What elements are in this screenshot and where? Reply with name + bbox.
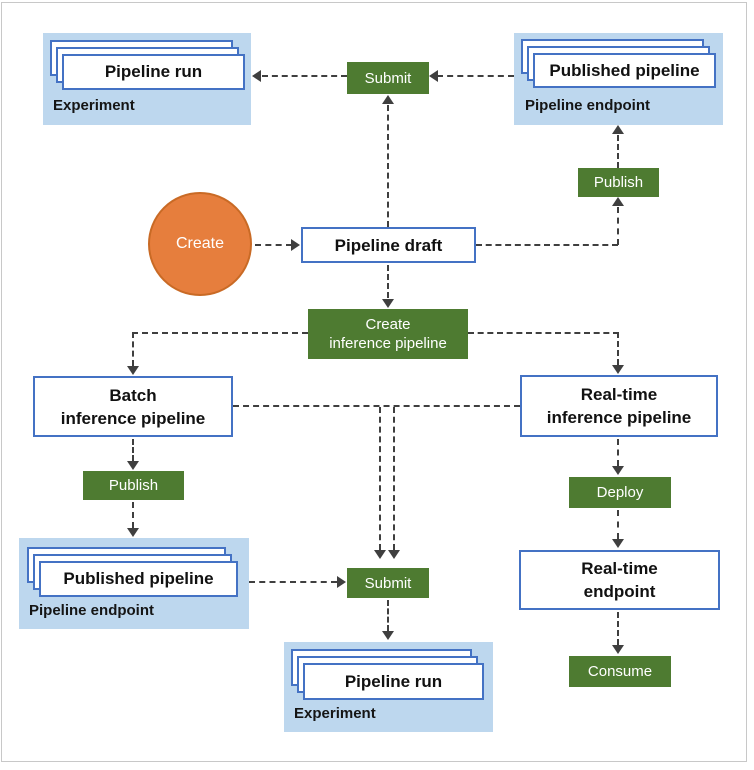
connector-draft-to-publish-h — [476, 244, 618, 246]
publish-node-left: Publish — [83, 471, 184, 500]
pipeline-endpoint-container-top: Published pipeline Pipeline endpoint — [514, 33, 723, 125]
connector-publish-to-endpoint-top — [617, 135, 619, 168]
submit-node-bottom: Submit — [347, 568, 429, 598]
connector-draft-to-inference — [387, 265, 389, 298]
pipeline-endpoint-container-bottom: Published pipeline Pipeline endpoint — [19, 538, 249, 629]
submit-node-top: Submit — [347, 62, 429, 94]
arrowhead-into-realtime — [612, 365, 624, 374]
experiment-container-bottom: Pipeline run Experiment — [284, 642, 493, 732]
connector-batch-realtime-h — [233, 405, 520, 407]
pipeline-endpoint-label-bottom: Pipeline endpoint — [29, 602, 155, 619]
publish-node-top: Publish — [578, 168, 659, 197]
connector-draft-to-publish-v — [617, 207, 619, 245]
pipeline-run-card: Pipeline run — [303, 663, 484, 700]
arrowhead-up-into-endpoint-top — [612, 125, 624, 134]
connector-inference-right-h — [468, 332, 619, 334]
connector-create-to-draft — [255, 244, 292, 246]
connector-published-to-submit-bottom — [249, 581, 337, 583]
published-pipeline-card: Published pipeline — [39, 561, 238, 597]
page-border — [1, 2, 747, 762]
connector-publish-to-endpoint-bottom — [132, 502, 134, 528]
arrowhead-into-batch — [127, 366, 139, 375]
arrowhead-into-draft — [291, 239, 300, 251]
connector-inference-left-h — [132, 332, 308, 334]
arrowhead-into-consume — [612, 645, 624, 654]
arrowhead-into-create-inference — [382, 299, 394, 308]
connector-realtime-to-submit-drop — [393, 407, 395, 550]
arrowhead-into-submit-bottom-left — [374, 550, 386, 559]
connector-batch-to-publish — [132, 439, 134, 461]
realtime-inference-pipeline-box: Real-time inference pipeline — [520, 375, 718, 437]
pipeline-run-card: Pipeline run — [62, 54, 245, 90]
arrowhead-up-into-publish-top — [612, 197, 624, 206]
arrowhead-up-into-submit-top — [382, 95, 394, 104]
arrowhead-into-deploy — [612, 466, 624, 475]
connector-inference-left-v — [132, 332, 134, 366]
arrowhead-into-rtendpoint — [612, 539, 624, 548]
pipeline-endpoint-label-top: Pipeline endpoint — [525, 97, 651, 114]
create-inference-pipeline-node: Create inference pipeline — [308, 309, 468, 359]
connector-batch-to-submit-drop — [379, 407, 381, 550]
arrowhead-into-submit-bottom-right — [388, 550, 400, 559]
connector-submit-to-experiment-top — [262, 75, 347, 77]
experiment-label-top: Experiment — [53, 97, 135, 114]
connector-realtime-to-deploy — [617, 439, 619, 466]
connector-draft-to-submit — [387, 105, 389, 227]
arrowhead-into-endpoint-bottom — [127, 528, 139, 537]
arrowhead-into-submit-bottom — [337, 576, 346, 588]
connector-endpoint-to-submit-top — [437, 75, 514, 77]
arrowhead-into-experiment-bottom — [382, 631, 394, 640]
arrowhead-into-publish-left — [127, 461, 139, 470]
connector-rtendpoint-to-consume — [617, 612, 619, 645]
batch-inference-pipeline-box: Batch inference pipeline — [33, 376, 233, 437]
pipeline-draft-box: Pipeline draft — [301, 227, 476, 263]
arrowhead-into-submit-top — [429, 70, 438, 82]
deploy-node: Deploy — [569, 477, 671, 508]
arrowhead-into-experiment-top — [252, 70, 261, 82]
connector-submit-to-experiment-bottom — [387, 600, 389, 631]
connector-inference-right-v — [617, 332, 619, 365]
published-pipeline-card: Published pipeline — [533, 53, 716, 88]
experiment-label-bottom: Experiment — [294, 705, 376, 722]
realtime-endpoint-box: Real-time endpoint — [519, 550, 720, 610]
create-start-node: Create — [148, 192, 252, 296]
consume-node: Consume — [569, 656, 671, 687]
connector-deploy-to-rtendpoint — [617, 510, 619, 539]
experiment-container-top: Pipeline run Experiment — [43, 33, 251, 125]
